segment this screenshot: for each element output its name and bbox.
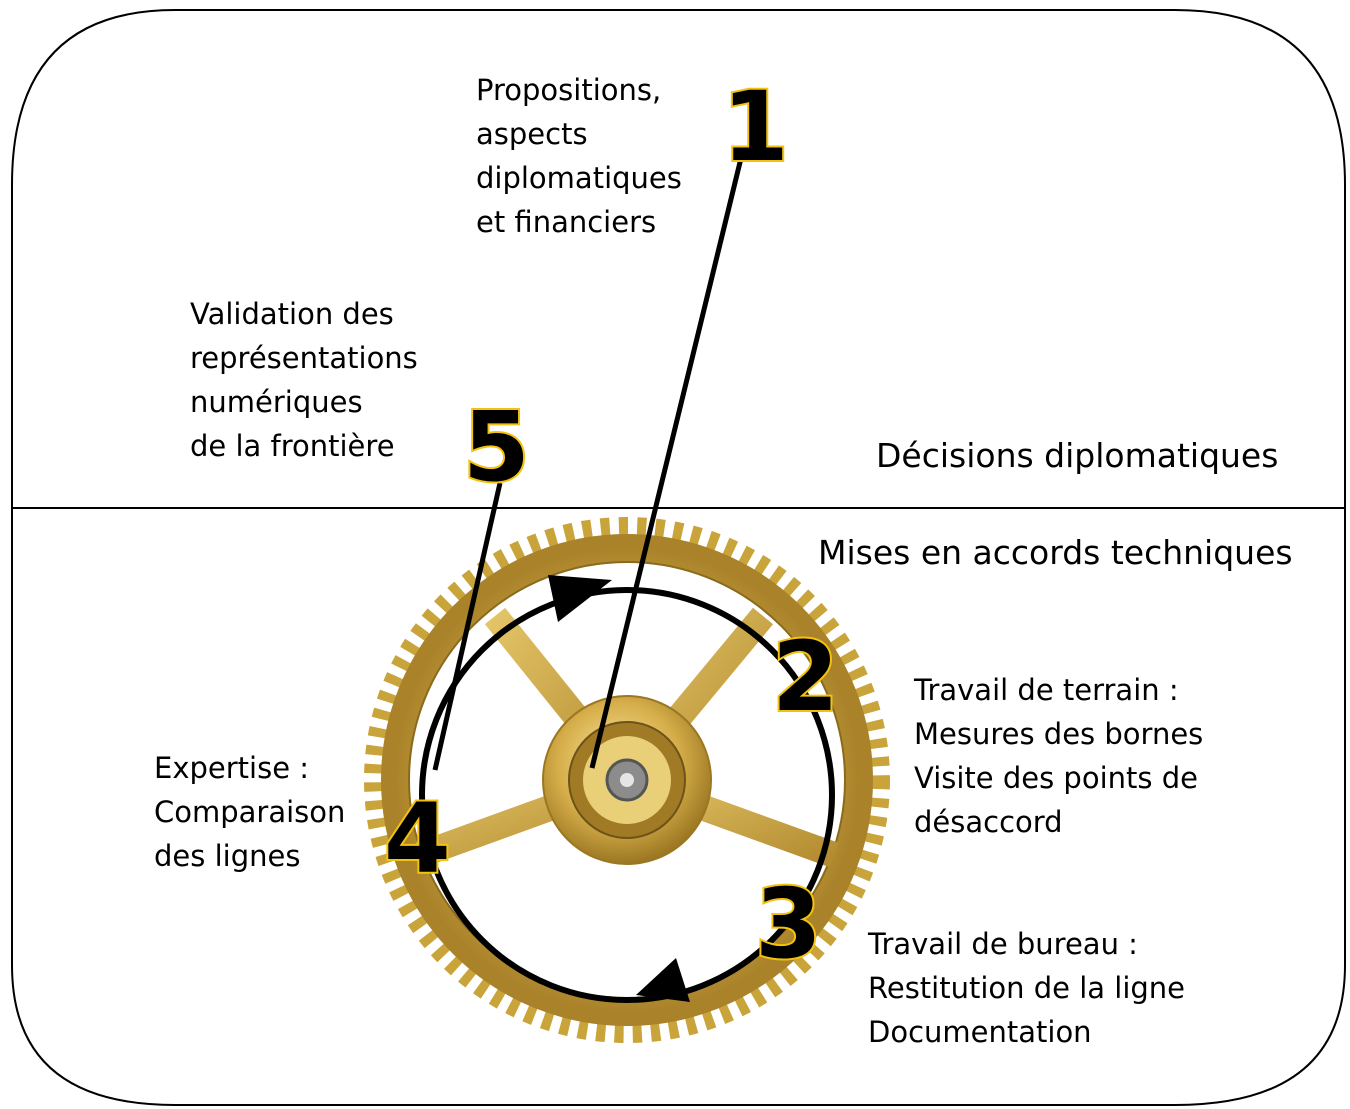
arrowhead-top xyxy=(548,575,612,622)
zone-label-diplomatic: Décisions diplomatiques xyxy=(876,436,1279,475)
step-number-5: 5 xyxy=(463,391,530,503)
arrowhead-bottom xyxy=(636,958,690,1002)
step-number-3: 3 xyxy=(755,868,822,980)
step-2-description: Travail de terrain : Mesures des bornes … xyxy=(914,673,1204,839)
step-5-description: Validation des représentations numérique… xyxy=(190,297,418,463)
zone-label-technical: Mises en accords techniques xyxy=(818,533,1293,572)
step-1-description: Propositions, aspects diplomatiques et f… xyxy=(476,73,682,239)
step-number-4: 4 xyxy=(384,783,451,895)
step-4-description: Expertise : Comparaison des lignes xyxy=(154,751,346,873)
step-number-2: 2 xyxy=(772,621,839,733)
step-3-description: Travail de bureau : Restitution de la li… xyxy=(868,927,1186,1049)
connector-line-1 xyxy=(589,149,746,769)
outer-frame xyxy=(11,9,1346,1106)
connector-line-5 xyxy=(432,482,503,771)
cycle-ring xyxy=(419,587,835,1003)
step-number-1: 1 xyxy=(722,71,789,183)
